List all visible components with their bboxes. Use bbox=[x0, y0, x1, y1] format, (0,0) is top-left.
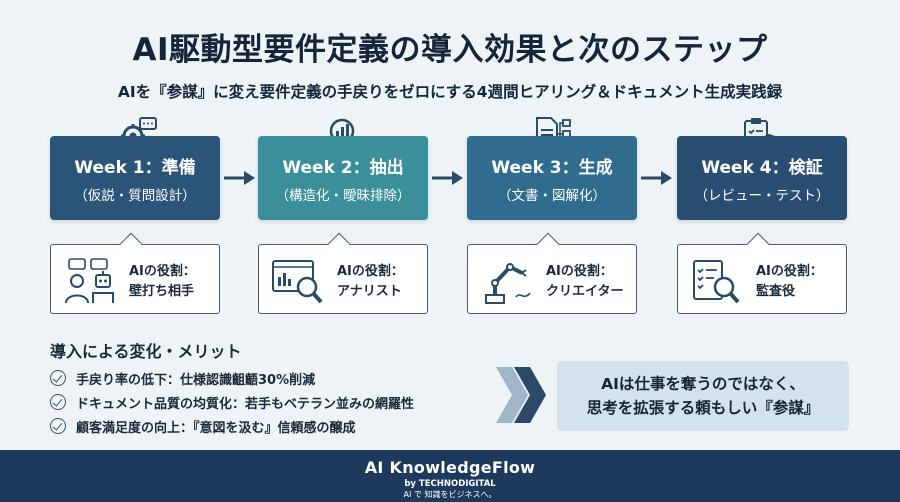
step-week-3: Week 3：生成 （文書・図解化） bbox=[467, 136, 637, 220]
check-circle-icon bbox=[50, 370, 66, 386]
checklist-magnifier-icon bbox=[693, 260, 740, 304]
double-chevron-right-icon bbox=[496, 367, 546, 423]
arrow-right-icon bbox=[432, 171, 463, 185]
benefit-text: 手戻り率の低下：仕様認識齟齬30%削減 bbox=[76, 372, 316, 388]
list-item: ドキュメント品質の均質化：若手もベテラン並みの網羅性 bbox=[50, 390, 414, 414]
step-week-1: Week 1：準備 （仮説・質問設計） bbox=[50, 136, 220, 220]
role-label: AIの役割： bbox=[756, 264, 823, 279]
benefit-text: ドキュメント品質の均質化：若手もベテラン並みの網羅性 bbox=[76, 396, 415, 412]
role-name: 壁打ち相手 bbox=[129, 284, 195, 299]
step-week-4: Week 4：検証 （レビュー・テスト） bbox=[677, 136, 847, 220]
footer-bar: AI KnowledgeFlow by TECHNODIGITAL AI で 知… bbox=[0, 450, 900, 502]
step-week-label: Week 3：生成 bbox=[491, 157, 613, 178]
check-circle-icon bbox=[50, 418, 66, 434]
page-subtitle: AIを『参謀』に変え要件定義の手戻りをゼロにする4週間ヒアリング＆ドキュメント生… bbox=[117, 83, 783, 101]
step-week-label: Week 2：抽出 bbox=[282, 157, 404, 178]
check-circle-icon bbox=[50, 394, 66, 410]
step-week-2: Week 2：抽出 （構造化・曖昧排除） bbox=[258, 136, 428, 220]
role-label: AIの役割： bbox=[129, 264, 196, 279]
role-name: 監査役 bbox=[756, 284, 796, 299]
role-name: クリエイター bbox=[546, 284, 624, 299]
benefits-list: 手戻り率の低下：仕様認識齟齬30%削減 ドキュメント品質の均質化：若手もベテラン… bbox=[50, 366, 414, 438]
step-week-label: Week 4：検証 bbox=[701, 157, 823, 178]
role-callout-week-3: AIの役割： クリエイター bbox=[467, 232, 637, 314]
footer-tagline: AI で 知識をビジネスへ。 bbox=[403, 490, 497, 499]
list-item: 手戻り率の低下：仕様認識齟齬30%削減 bbox=[50, 366, 414, 390]
arrow-right-icon bbox=[224, 171, 255, 185]
key-message-box: AIは仕事を奪うのではなく、 思考を拡張する頼もしい『参謀』 bbox=[557, 361, 849, 431]
arrow-right-icon bbox=[641, 171, 672, 185]
step-week-label: Week 1：準備 bbox=[74, 157, 196, 178]
key-message-line-2: 思考を拡張する頼もしい『参謀』 bbox=[586, 399, 820, 417]
role-callout-week-2: AIの役割： アナリスト bbox=[258, 232, 428, 314]
key-message-line-1: AIは仕事を奪うのではなく、 bbox=[601, 375, 805, 393]
footer-byline: by TECHNODIGITAL bbox=[404, 479, 496, 489]
page-title: AI駆動型要件定義の導入効果と次のステップ bbox=[132, 32, 768, 68]
robot-arm-icon bbox=[485, 263, 531, 304]
role-label: AIの役割： bbox=[546, 264, 613, 279]
step-week-detail: （文書・図解化） bbox=[498, 187, 606, 204]
step-week-detail: （レビュー・テスト） bbox=[694, 187, 830, 204]
list-item: 顧客満足度の向上：『意図を汲む』信頼感の醸成 bbox=[50, 414, 414, 438]
benefits-heading: 導入による変化・メリット bbox=[50, 342, 242, 361]
person-robot-chat-icon bbox=[65, 258, 114, 304]
step-week-detail: （仮説・質問設計） bbox=[74, 187, 196, 204]
role-label: AIの役割： bbox=[337, 264, 404, 279]
footer-brand: AI KnowledgeFlow bbox=[364, 458, 536, 477]
role-callout-week-4: AIの役割： 監査役 bbox=[677, 232, 847, 314]
dashboard-magnifier-icon bbox=[272, 260, 323, 304]
role-name: アナリスト bbox=[337, 284, 402, 299]
role-callout-week-1: AIの役割： 壁打ち相手 bbox=[50, 232, 220, 314]
benefit-text: 顧客満足度の向上：『意図を汲む』信頼感の醸成 bbox=[76, 420, 356, 436]
step-week-detail: （構造化・曖昧排除） bbox=[275, 187, 411, 204]
